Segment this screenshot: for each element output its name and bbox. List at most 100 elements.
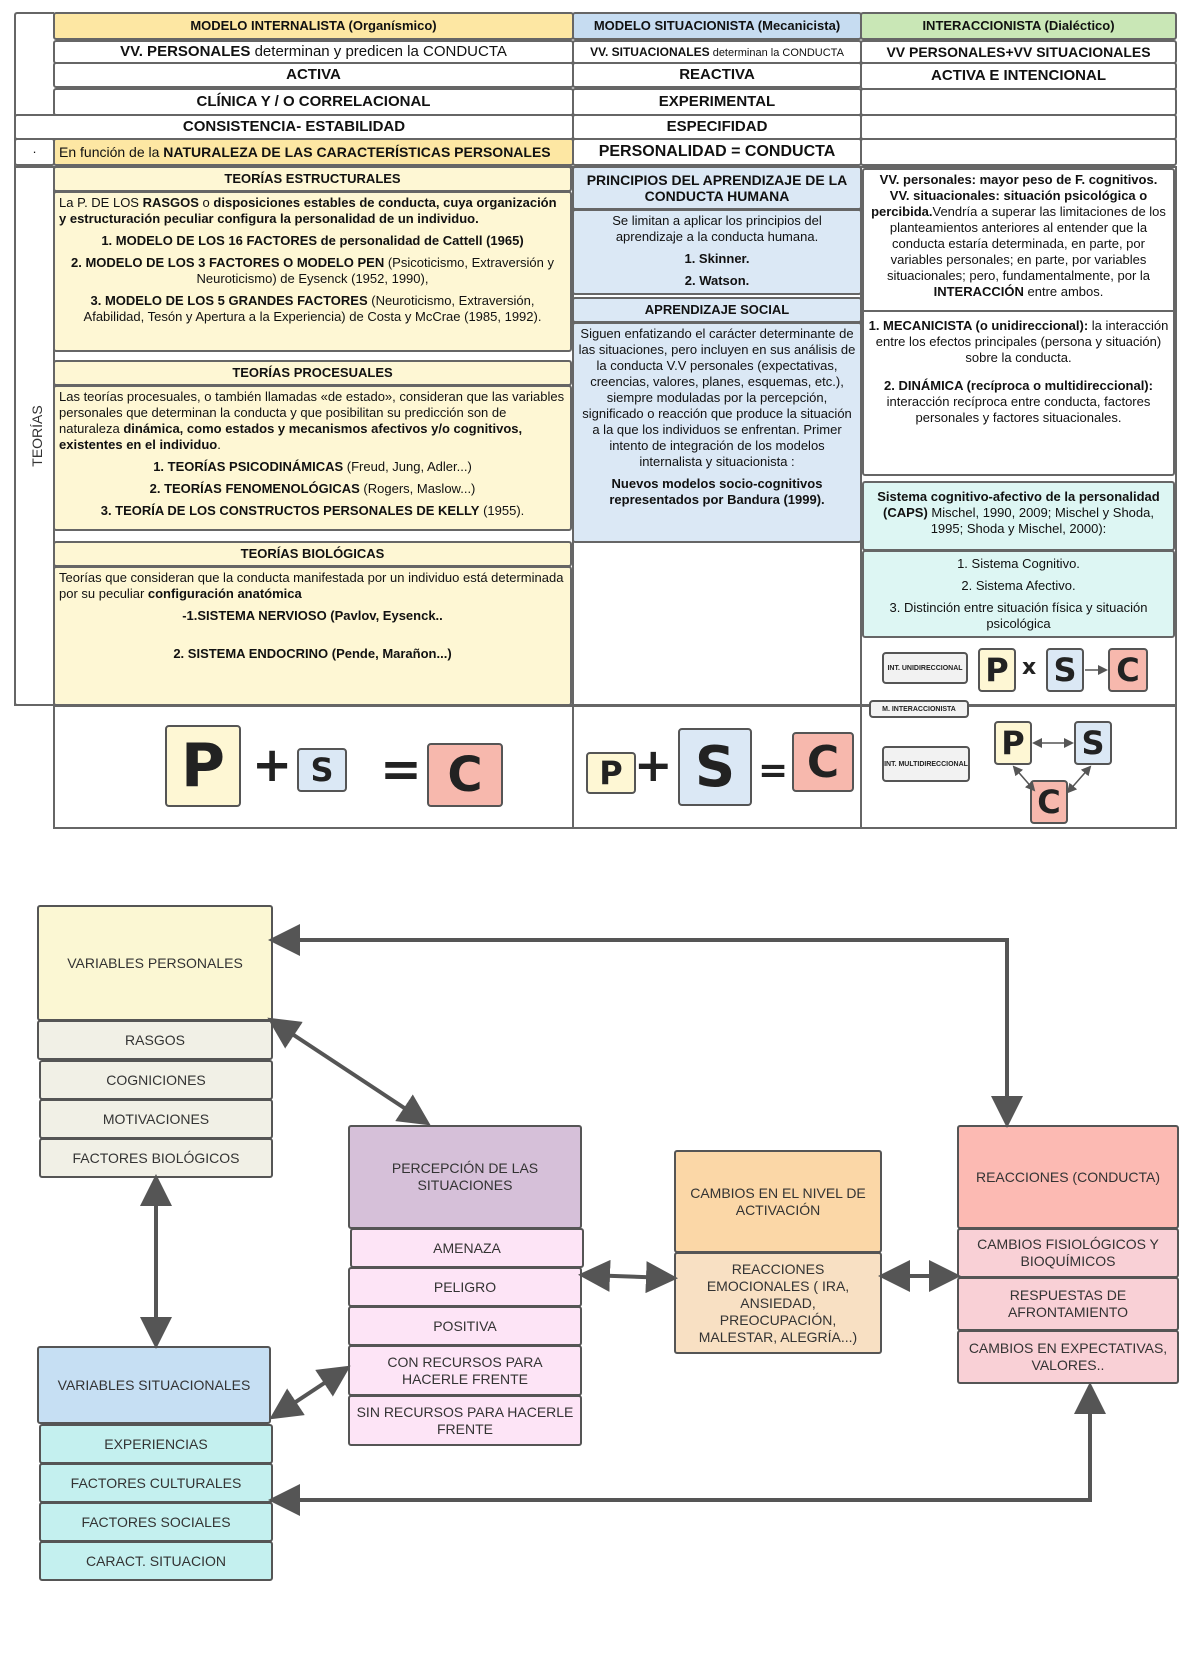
inter-mecanicista-text: la interacción entre los efectos princip…	[875, 318, 1169, 365]
personales-item-1: RASGOS	[37, 1020, 273, 1060]
caps-item-1: 1. Sistema Cognitivo.	[957, 556, 1080, 571]
biologicas-title: TEORÍAS BIOLÓGICAS	[53, 541, 572, 567]
biologicas-item-2: 2. SISTEMA ENDOCRINO (Pende, Marañon...)	[173, 646, 452, 661]
caps-items: 1. Sistema Cognitivo. 2. Sistema Afectiv…	[862, 550, 1175, 638]
inter-divider	[864, 310, 1173, 312]
procesuales-title: TEORÍAS PROCESUALES	[53, 360, 572, 386]
multi-c-symbol: C	[1030, 780, 1068, 824]
procesuales-intro-pre: Las teorías procesuales, o también llama…	[59, 389, 565, 436]
procesuales-intro-end: .	[217, 437, 221, 452]
naturaleza-bold: NATURALEZA DE LAS CARACTERÍSTICAS PERSON…	[163, 144, 551, 160]
situacionista-p-symbol: P	[586, 752, 636, 794]
caps-item-2: 2. Sistema Afectivo.	[961, 578, 1076, 593]
int-uni-tag: INT. UNIDIRECCIONAL	[882, 652, 968, 684]
principios-body: Se limitan a aplicar los principios del …	[572, 209, 862, 295]
arrow-situacionales-percepcion	[269, 1365, 351, 1420]
row-metodo-internalista: CLÍNICA Y / O CORRELACIONAL	[53, 88, 574, 116]
personales-item-4: FACTORES BIOLÓGICOS	[39, 1138, 273, 1178]
inter-interaccion: INTERACCIÓN	[933, 284, 1024, 299]
reacciones-item-1: CAMBIOS FISIOLÓGICOS Y BIOQUÍMICOS	[957, 1228, 1179, 1278]
biologicas-intro-pre: Teorías que consideran que la conducta m…	[59, 570, 564, 601]
row-sujeto-situacionista: REACTIVA	[572, 62, 862, 88]
internalista-determinan: determinan y predicen la CONDUCTA	[250, 43, 507, 60]
row-naturaleza-interaccionista	[860, 138, 1177, 166]
procesuales-item-2-bold: 2. TEORÍAS FENOMENOLÓGICAS	[149, 481, 360, 496]
multi-arrow-s-c	[1066, 765, 1092, 794]
procesuales-item-3: 3. TEORÍA DE LOS CONSTRUCTOS PERSONALES …	[59, 503, 566, 519]
estructurales-item-3: 3. MODELO DE LOS 5 GRANDES FACTORES (Neu…	[59, 293, 566, 325]
procesuales-item-3-bold: 3. TEORÍA DE LOS CONSTRUCTOS PERSONALES …	[100, 503, 480, 518]
internalista-plus: +	[252, 737, 293, 793]
estructurales-item-3-bold: 3. MODELO DE LOS 5 GRANDES FACTORES	[90, 293, 368, 308]
social-text: Siguen enfatizando el carácter determina…	[578, 326, 856, 469]
estructurales-item-2-bold: 2. MODELO DE LOS 3 FACTORES O MODELO PEN	[70, 255, 385, 270]
activacion-item: REACCIONES EMOCIONALES ( IRA, ANSIEDAD, …	[674, 1252, 882, 1354]
inter-dinamica-text: interacción recíproca entre conducta, fa…	[886, 394, 1151, 425]
reacciones-item-2: RESPUESTAS DE AFRONTAMIENTO	[957, 1277, 1179, 1331]
procesuales-item-2: 2. TEORÍAS FENOMENOLÓGICAS (Rogers, Masl…	[59, 481, 566, 497]
activacion-title: CAMBIOS EN EL NIVEL DE ACTIVACIÓN	[674, 1150, 882, 1253]
multi-s-symbol: S	[1074, 721, 1112, 765]
social-bold: Nuevos modelos socio-cognitivos represen…	[609, 476, 825, 507]
estructurales-intro-pre: La P. DE LOS	[59, 195, 143, 210]
caps-title: Sistema cognitivo-afectivo de la persona…	[862, 481, 1175, 551]
row-metodo-interaccionista	[860, 88, 1177, 116]
uni-c-symbol: C	[1108, 648, 1148, 692]
inter-text-body: VV. personales: mayor peso de F. cogniti…	[862, 168, 1175, 476]
caps-title-bold: Sistema cognitivo-afectivo de la persona…	[877, 489, 1160, 520]
uni-p-symbol: P	[978, 648, 1016, 692]
arrow-top-loop	[268, 924, 1023, 1128]
biologicas-item-1: -1.SISTEMA NERVIOSO (Pavlov, Eysenck..	[182, 608, 443, 623]
uni-s-symbol: S	[1046, 648, 1084, 692]
row-consistencia-situacionista: ESPECIFIDAD	[572, 114, 862, 140]
uni-times-symbol: x	[1022, 655, 1037, 680]
arrow-percepcion-activacion	[578, 1259, 678, 1294]
procesuales-body: Las teorías procesuales, o también llama…	[53, 385, 572, 531]
internalista-p-symbol: P	[165, 725, 241, 807]
estructurales-item-3-rest: (Neuroticismo, Extraversión, Afabilidad,…	[83, 293, 542, 324]
principios-item-1: 1. Skinner.	[684, 251, 750, 266]
principios-title: PRINCIPIOS DEL APRENDIZAJE DE LA CONDUCT…	[572, 166, 862, 210]
estructurales-body: La P. DE LOS RASGOS o disposiciones esta…	[53, 191, 572, 352]
procesuales-item-1: 1. TEORÍAS PSICODINÁMICAS (Freud, Jung, …	[59, 459, 566, 475]
inter-text-end: entre ambos.	[1023, 284, 1104, 299]
multi-p-symbol: P	[994, 721, 1032, 765]
social-title: APRENDIZAJE SOCIAL	[572, 297, 862, 323]
principios-intro: Se limitan a aplicar los principios del …	[612, 213, 822, 244]
estructurales-item-2-rest: (Psicoticismo, Extraversión y Neuroticis…	[196, 255, 554, 286]
social-body: Siguen enfatizando el carácter determina…	[572, 322, 862, 543]
estructurales-intro-mid: o	[198, 195, 214, 210]
situacionista-vv-situacionales: VV. SITUACIONALES	[590, 44, 710, 59]
int-multi-tag: INT. MULTIDIRECCIONAL	[882, 746, 970, 782]
estructurales-item-2: 2. MODELO DE LOS 3 FACTORES O MODELO PEN…	[59, 255, 566, 287]
situacionista-plus: +	[634, 738, 673, 792]
biologicas-body: Teorías que consideran que la conducta m…	[53, 566, 572, 706]
internalista-s-symbol: S	[297, 748, 347, 792]
estructurales-title: TEORÍAS ESTRUCTURALES	[53, 166, 572, 192]
inter-mecanicista: 1. MECANICISTA (o unidireccional):	[868, 318, 1089, 333]
procesuales-item-1-bold: 1. TEORÍAS PSICODINÁMICAS	[153, 459, 344, 474]
header-internalista: MODELO INTERNALISTA (Organísmico)	[53, 12, 574, 40]
situacionales-item-4: CARACT. SITUACION	[39, 1541, 273, 1581]
row-naturaleza-internalista: En función de la NATURALEZA DE LAS CARAC…	[53, 138, 574, 166]
situacionista-equals: =	[758, 750, 789, 791]
situacionista-determinan: determinan la CONDUCTA	[709, 46, 844, 59]
inter-dinamica: 2. DINÁMICA (recíproca o multidirecciona…	[884, 378, 1153, 393]
arrow-personales-percepcion	[267, 1017, 431, 1126]
naturaleza-pre: En función de la	[59, 144, 164, 160]
inter-vv-situacionales: VV. situacionales: situación psicológica…	[871, 188, 1148, 219]
situacionales-item-2: FACTORES CULTURALES	[39, 1463, 273, 1503]
internalista-equals: =	[380, 740, 422, 798]
multi-arrow-p-c	[1012, 765, 1036, 792]
caps-item-3: 3. Distinción entre situación física y s…	[889, 600, 1148, 631]
internalista-vv-personales: VV. PERSONALES	[120, 43, 251, 60]
internalista-c-symbol: C	[427, 743, 503, 807]
row-determinan-interaccionista: VV PERSONALES+VV SITUACIONALES	[860, 40, 1177, 64]
percepcion-item-2: PELIGRO	[348, 1267, 582, 1307]
arrow-bottom-loop	[268, 1382, 1106, 1516]
m-interaccionista-tag: M. INTERACCIONISTA	[869, 700, 969, 718]
inter-text-rest: Vendría a superar las limitaciones de lo…	[886, 204, 1166, 283]
row-naturaleza-situacionista: PERSONALIDAD = CONDUCTA	[572, 138, 862, 166]
row-sujeto-internalista: ACTIVA	[53, 62, 574, 88]
